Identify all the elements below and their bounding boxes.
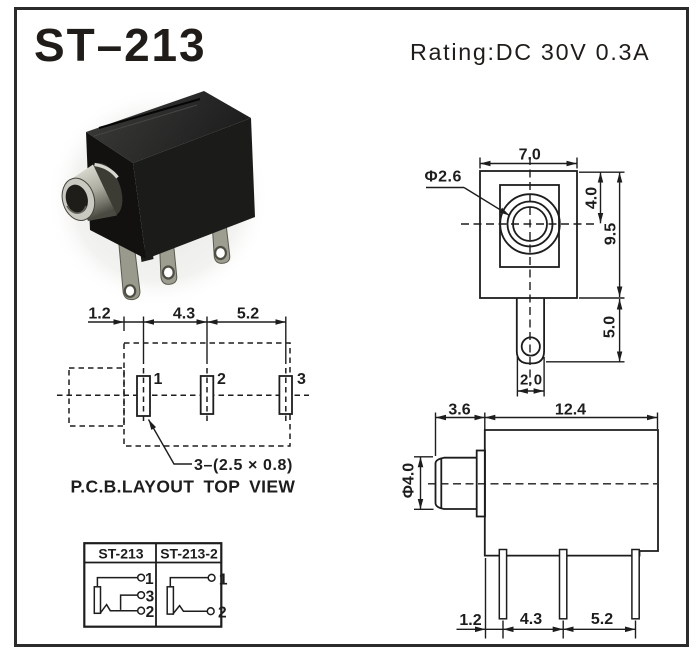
svg-text:2: 2 [218,605,227,622]
svg-text:1.2: 1.2 [88,305,110,322]
svg-text:3: 3 [146,589,155,606]
svg-text:0: 0 [534,372,542,389]
svg-text:Φ2.6: Φ2.6 [425,169,462,186]
svg-text:5.2: 5.2 [591,611,613,628]
svg-text:ST-213: ST-213 [98,546,143,562]
svg-text:12.4: 12.4 [555,402,586,419]
svg-text:2.: 2. [520,372,533,389]
svg-text:4.0: 4.0 [584,187,601,209]
svg-text:Φ4.0: Φ4.0 [401,463,418,498]
svg-text:4.3: 4.3 [173,305,195,322]
svg-text:P.C.B.LAYOUT TOP VIEW: P.C.B.LAYOUT TOP VIEW [71,476,296,496]
svg-text:1.2: 1.2 [459,612,481,629]
svg-text:1: 1 [145,571,154,588]
svg-text:1: 1 [219,571,228,588]
svg-text:3–(2.5 × 0.8): 3–(2.5 × 0.8) [194,457,293,474]
svg-text:5.0: 5.0 [602,316,619,338]
svg-text:2: 2 [146,604,155,621]
svg-text:2: 2 [217,371,226,388]
svg-text:5.2: 5.2 [237,305,259,322]
svg-text:3: 3 [297,371,306,388]
svg-text:9.5: 9.5 [603,223,620,245]
svg-text:4.3: 4.3 [520,611,542,628]
svg-text:1: 1 [154,371,163,388]
svg-text:7.0: 7.0 [519,146,541,163]
svg-text:3.6: 3.6 [448,402,470,419]
svg-text:ST-213-2: ST-213-2 [160,546,218,562]
